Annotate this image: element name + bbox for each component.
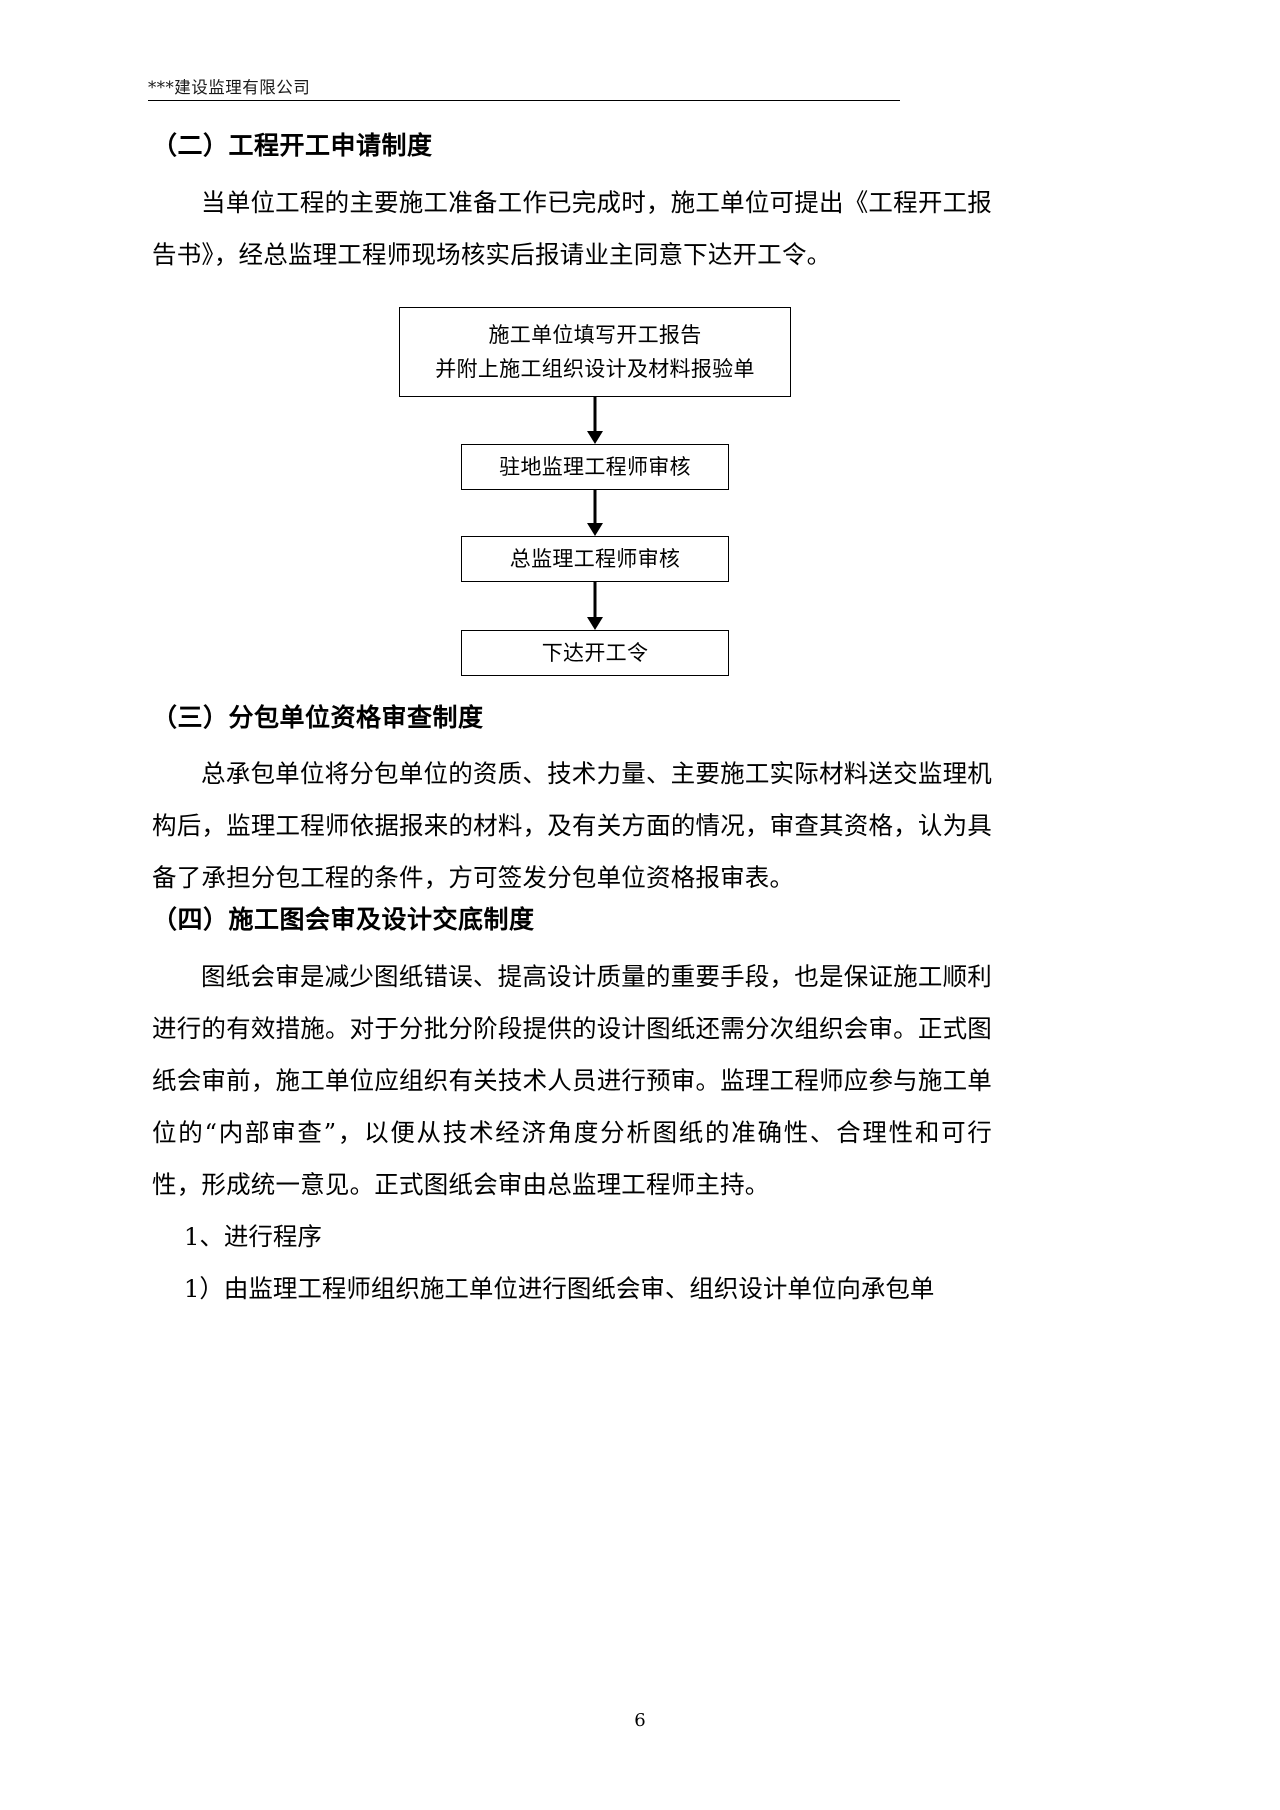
开工申请-flowchart: 施工单位填写开工报告 并附上施工组织设计及材料报验单 驻地监理工程师审核 [152, 306, 992, 676]
section-heading-3: （三）分包单位资格审查制度 [152, 702, 484, 732]
spacer [152, 281, 992, 307]
flowchart-box-1: 施工单位填写开工报告 并附上施工组织设计及材料报验单 [399, 306, 791, 397]
section-4-paragraph-1: 图纸会审是减少图纸错误、提高设计质量的重要手段，也是保证施工顺利进行的有效措施。… [152, 961, 992, 1199]
section-heading-4: （四）施工图会审及设计交底制度 [152, 905, 535, 934]
flowchart-box-4-label: 下达开工令 [541, 640, 649, 665]
arrow-head [587, 616, 603, 630]
arrow-shaft [593, 489, 597, 525]
arrow-shaft [593, 396, 597, 433]
down-arrow-icon [584, 489, 606, 536]
header-company-name: ***建设监理有限公司 [148, 78, 311, 97]
section-3-paragraph-1: 总承包单位将分包单位的资质、技术力量、主要施工实际材料送交监理机构后，监理工程师… [152, 759, 992, 892]
document-body: （二）工程开工申请制度 当单位工程的主要施工准备工作已完成时，施工单位可提出《工… [152, 130, 992, 1315]
flowchart-arrow-1-wrap [198, 396, 992, 444]
section-4-list-item-1: 1、进行程序 [183, 1221, 322, 1251]
flowchart-row-3: 总监理工程师审核 [198, 535, 992, 582]
arrow-head [587, 430, 603, 444]
flowchart-row-2: 驻地监理工程师审核 [198, 443, 992, 490]
arrow-head [587, 522, 603, 536]
section-heading-2: （二）工程开工申请制度 [152, 131, 433, 160]
flowchart-box-1-line-2: 并附上施工组织设计及材料报验单 [435, 356, 755, 381]
flowchart-box-2-label: 驻地监理工程师审核 [499, 454, 691, 479]
arrow-shaft [593, 581, 597, 619]
flowchart-box-1-line-1: 施工单位填写开工报告 [488, 322, 702, 347]
section-4-list-item-2: 1）由监理工程师组织施工单位进行图纸会审、组织设计单位向承包单 [183, 1273, 935, 1303]
down-arrow-icon [584, 396, 606, 444]
spacer [152, 163, 992, 177]
page-number: 6 [634, 1710, 646, 1731]
spacer [152, 937, 992, 951]
flowchart-arrow-2-wrap [198, 489, 992, 536]
flowchart-box-3: 总监理工程师审核 [461, 535, 729, 582]
flowchart-row-1: 施工单位填写开工报告 并附上施工组织设计及材料报验单 [198, 306, 992, 397]
section-2-paragraph-1: 当单位工程的主要施工准备工作已完成时，施工单位可提出《工程开工报告书》，经总监理… [152, 187, 992, 269]
down-arrow-icon [584, 581, 606, 630]
flowchart-arrow-3-wrap [198, 581, 992, 630]
flowchart-box-3-label: 总监理工程师审核 [509, 546, 681, 571]
spacer [152, 734, 992, 748]
flowchart-row-4: 下达开工令 [198, 629, 992, 676]
flowchart-box-2: 驻地监理工程师审核 [461, 443, 729, 490]
spacer [152, 676, 992, 702]
page-header: ***建设监理有限公司 [148, 78, 900, 101]
flowchart-box-4: 下达开工令 [461, 629, 729, 676]
